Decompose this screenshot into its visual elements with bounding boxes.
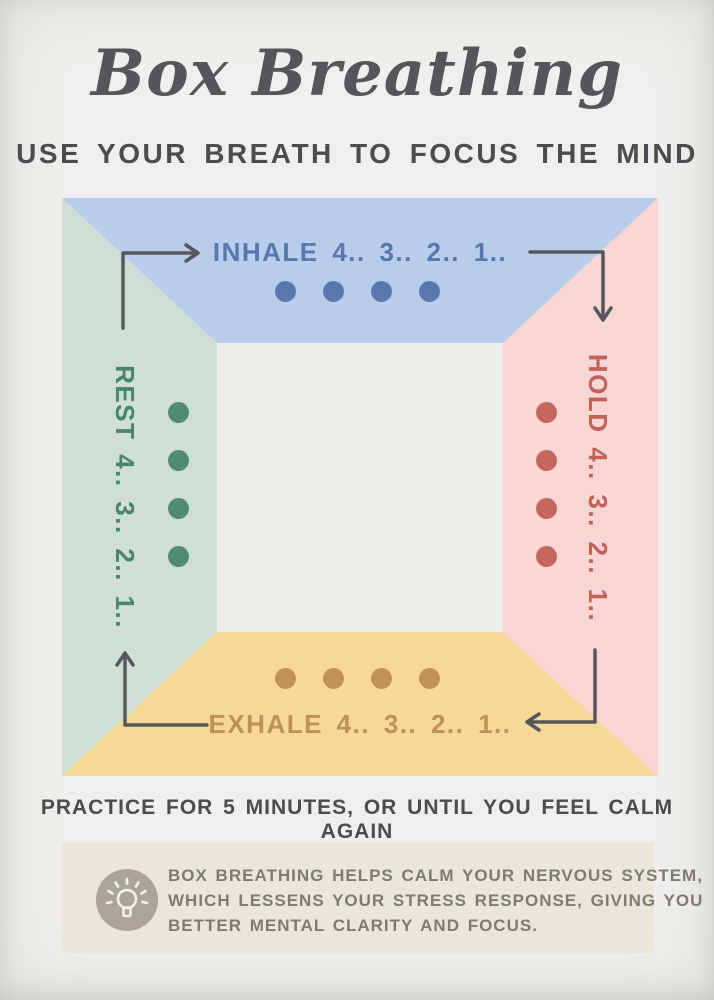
count-dot [536, 498, 557, 519]
count-dot [323, 668, 344, 689]
rest-label: REST 4.. 3.. 2.. 1.. [110, 365, 140, 629]
arrow-left-icon [525, 648, 597, 732]
tip-text: BOX BREATHING HELPS CALM YOUR NERVOUS SY… [168, 863, 703, 938]
count-dot [168, 498, 189, 519]
arrow-up-icon [115, 651, 209, 727]
page-title: Box Breathing [91, 36, 623, 111]
arrow-right-icon [121, 243, 200, 330]
lightbulb-icon [96, 869, 158, 931]
count-dot [419, 668, 440, 689]
inhale-label: INHALE 4.. 3.. 2.. 1.. [212, 237, 508, 267]
count-dot [168, 450, 189, 471]
count-dot [536, 546, 557, 567]
exhale-label: EXHALE 4.. 3.. 2.. 1.. [208, 709, 512, 739]
exhale-count-dots [275, 668, 440, 689]
count-dot [536, 402, 557, 423]
count-dot [168, 546, 189, 567]
arrow-down-icon [528, 250, 613, 322]
inhale-count-dots [275, 281, 440, 302]
tip-line: BETTER MENTAL CLARITY AND FOCUS. [168, 916, 538, 935]
hold-panel [503, 198, 658, 776]
tip-box: BOX BREATHING HELPS CALM YOUR NERVOUS SY… [62, 842, 702, 953]
inner-square [217, 343, 503, 632]
count-dot [323, 281, 344, 302]
count-dot [168, 402, 189, 423]
inhale-panel [62, 198, 658, 343]
box-diagram [62, 198, 658, 776]
count-dot [419, 281, 440, 302]
count-dot [371, 281, 392, 302]
hold-count-dots [536, 402, 557, 567]
exhale-panel [62, 632, 658, 776]
count-dot [275, 668, 296, 689]
hold-label: HOLD 4.. 3.. 2.. 1.. [583, 353, 613, 623]
rest-count-dots [168, 402, 189, 567]
count-dot [536, 450, 557, 471]
page-subtitle: USE YOUR BREATH TO FOCUS THE MIND [16, 138, 698, 169]
count-dot [371, 668, 392, 689]
practice-note: PRACTICE FOR 5 MINUTES, OR UNTIL YOU FEE… [40, 796, 674, 843]
tip-line: BOX BREATHING HELPS CALM YOUR NERVOUS SY… [168, 866, 703, 885]
tip-line: WHICH LESSENS YOUR STRESS RESPONSE, GIVI… [168, 891, 704, 910]
count-dot [275, 281, 296, 302]
rest-panel [62, 198, 217, 776]
